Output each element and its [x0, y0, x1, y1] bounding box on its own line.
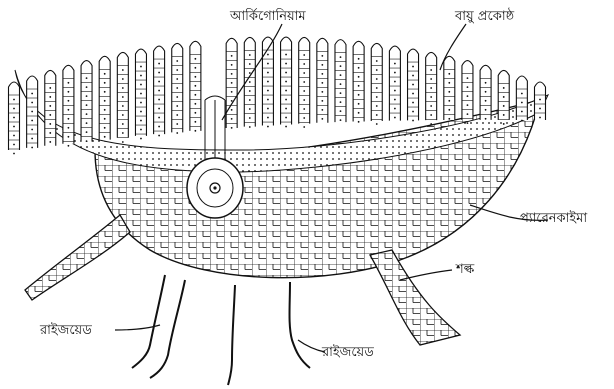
leader-rhizoid-right: [298, 340, 325, 352]
filament-column: [335, 40, 346, 122]
filament-column: [172, 43, 183, 133]
filament-column: [371, 43, 382, 124]
filament-column: [444, 56, 455, 120]
rhizoid-4: [290, 282, 311, 368]
filament-column: [45, 70, 56, 145]
filament-column: [426, 52, 437, 124]
filament-column: [117, 52, 128, 142]
label-rhizoid-right: রাইজয়েড: [321, 344, 374, 360]
filament-column: [154, 46, 165, 136]
label-rhizoid-left: রাইজয়েড: [39, 322, 92, 338]
label-archegonium: আর্কিগোনিয়াম: [229, 8, 306, 24]
filament-column: [317, 38, 328, 122]
label-parenchyma: প্যারেনকাইমা: [520, 210, 587, 226]
scale-right: [370, 250, 460, 345]
scale-left: [25, 215, 130, 300]
filament-column: [63, 65, 74, 146]
rhizoid-3: [228, 285, 235, 385]
filament-column: [226, 38, 237, 128]
filament-column: [353, 41, 364, 122]
filament-column: [27, 76, 38, 148]
filament-column: [535, 82, 546, 120]
filament-column: [408, 49, 419, 121]
filament-column: [262, 37, 273, 127]
filament-column: [190, 41, 201, 131]
filament-column: [389, 46, 400, 121]
filament-column: [81, 61, 92, 142]
filament-column: [480, 65, 491, 120]
filament-column: [299, 37, 310, 127]
label-air-chamber: বায়ু প্রকোষ্ঠ: [454, 8, 515, 24]
filament-column: [516, 76, 527, 121]
filament-column: [281, 37, 292, 127]
rhizoid-1: [132, 275, 165, 368]
leader-scale: [400, 270, 452, 280]
rhizoids: [132, 275, 310, 385]
label-scale: শল্ক: [455, 262, 475, 277]
filament-column: [99, 56, 110, 139]
filament-column: [9, 82, 20, 154]
filament-column: [498, 70, 509, 124]
filament-column: [135, 49, 146, 139]
filament-column: [462, 61, 473, 124]
rhizoid-2: [150, 280, 185, 378]
